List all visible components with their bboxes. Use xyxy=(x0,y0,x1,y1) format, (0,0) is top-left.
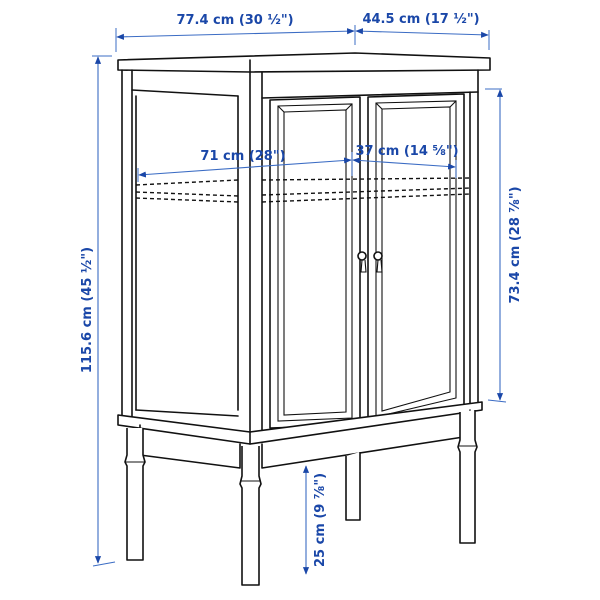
left-door xyxy=(269,96,361,429)
dimension-width-outer: 77.4 cm (30 ½") xyxy=(115,13,356,52)
cabinet-front-frame xyxy=(261,69,479,411)
cabinet-leg xyxy=(239,446,262,586)
depth-inner-label: 37 cm (14 ⅝") xyxy=(355,144,458,159)
inner-shelf-hidden xyxy=(135,177,471,203)
dimension-depth-inner: 37 cm (14 ⅝") xyxy=(352,144,459,178)
door-handle-left xyxy=(357,251,367,273)
width-inner-label: 71 cm (28") xyxy=(200,149,285,164)
cabinet-leg xyxy=(457,410,478,544)
depth-outer-label: 44.5 cm (17 ½") xyxy=(362,12,479,27)
cabinet-leg xyxy=(345,452,361,521)
height-body-label: 73.4 cm (28 ⅞") xyxy=(508,186,523,303)
width-outer-label: 77.4 cm (30 ½") xyxy=(176,13,293,28)
cabinet-drawing xyxy=(117,52,491,586)
dimension-width-inner: 71 cm (28") xyxy=(137,149,353,182)
door-handle-right xyxy=(373,251,383,273)
height-total-label: 115.6 cm (45 ½") xyxy=(80,247,95,373)
dimension-height-total: 115.6 cm (45 ½") xyxy=(80,55,116,567)
cabinet-side-panel xyxy=(121,69,263,433)
cabinet-leg xyxy=(124,428,146,561)
dimension-height-body: 73.4 cm (28 ⅞") xyxy=(485,88,523,403)
height-legs-label: 25 cm (9 ⅞") xyxy=(313,473,328,567)
cabinet-top xyxy=(117,52,491,73)
dimension-depth-outer: 44.5 cm (17 ½") xyxy=(355,12,490,50)
dimension-height-legs: 25 cm (9 ⅞") xyxy=(302,465,328,575)
